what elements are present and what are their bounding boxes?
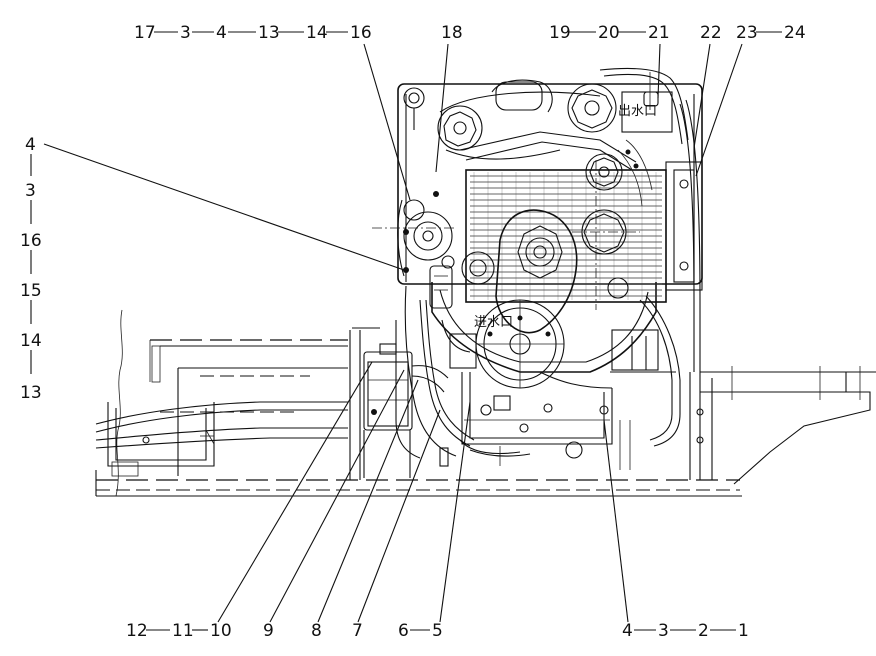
chassis-frame: [95, 309, 876, 497]
callout-left-4: 4: [25, 135, 36, 155]
callout-left-3: 3: [25, 181, 36, 201]
callout-23: 23: [736, 23, 758, 43]
crankshaft-pulley: [475, 209, 578, 389]
callout-6: 6: [398, 621, 409, 641]
callout-17: 17: [134, 23, 156, 43]
water-inlet-label: 进水口: [474, 315, 513, 330]
callout-b-4: 4: [622, 621, 633, 641]
callout-22: 22: [700, 23, 722, 43]
callout-b-1: 1: [738, 621, 749, 641]
callout-group-left-column: 4 3 16 15 14 13: [20, 135, 42, 403]
callout-16: 16: [350, 23, 372, 43]
top-components: [403, 67, 689, 299]
alternator: [397, 191, 495, 309]
callout-left-14: 14: [20, 331, 42, 351]
radiator-core: [465, 169, 667, 303]
callout-left-13: 13: [20, 383, 42, 403]
callout-7: 7: [352, 621, 363, 641]
callout-12: 12: [126, 621, 148, 641]
callout-group-top-right-a: 19 20 21: [549, 23, 670, 43]
callout-5: 5: [432, 621, 443, 641]
callout-14: 14: [306, 23, 328, 43]
callout-9: 9: [263, 621, 274, 641]
callout-group-bottom-mid: 6 5: [398, 621, 443, 641]
callout-4: 4: [216, 23, 227, 43]
callout-10: 10: [210, 621, 232, 641]
callout-group-bottom-right: 4 3 2 1: [622, 621, 749, 641]
callout-3: 3: [180, 23, 191, 43]
right-bracket: [665, 99, 703, 372]
callout-24: 24: [784, 23, 806, 43]
hoses: [395, 285, 681, 459]
callout-13: 13: [258, 23, 280, 43]
callout-8: 8: [311, 621, 322, 641]
fuel-filter-assembly: [363, 343, 449, 478]
callout-group-top-left: 17 3 4 13 14 16: [134, 23, 372, 43]
callout-20: 20: [598, 23, 620, 43]
callout-group-bottom-left: 12 11 10: [126, 621, 232, 641]
water-outlet-label: 出水口: [618, 104, 657, 119]
callout-18: 18: [441, 23, 463, 43]
center-lines: [372, 160, 640, 310]
leader-lines: [43, 43, 743, 623]
callout-19: 19: [549, 23, 571, 43]
callout-b-3: 3: [658, 621, 669, 641]
callout-21: 21: [648, 23, 670, 43]
callout-11: 11: [172, 621, 194, 641]
callout-b-2: 2: [698, 621, 709, 641]
callout-left-15: 15: [20, 281, 42, 301]
callout-left-16: 16: [20, 231, 42, 251]
callout-group-top-right-b: 23 24: [736, 23, 806, 43]
